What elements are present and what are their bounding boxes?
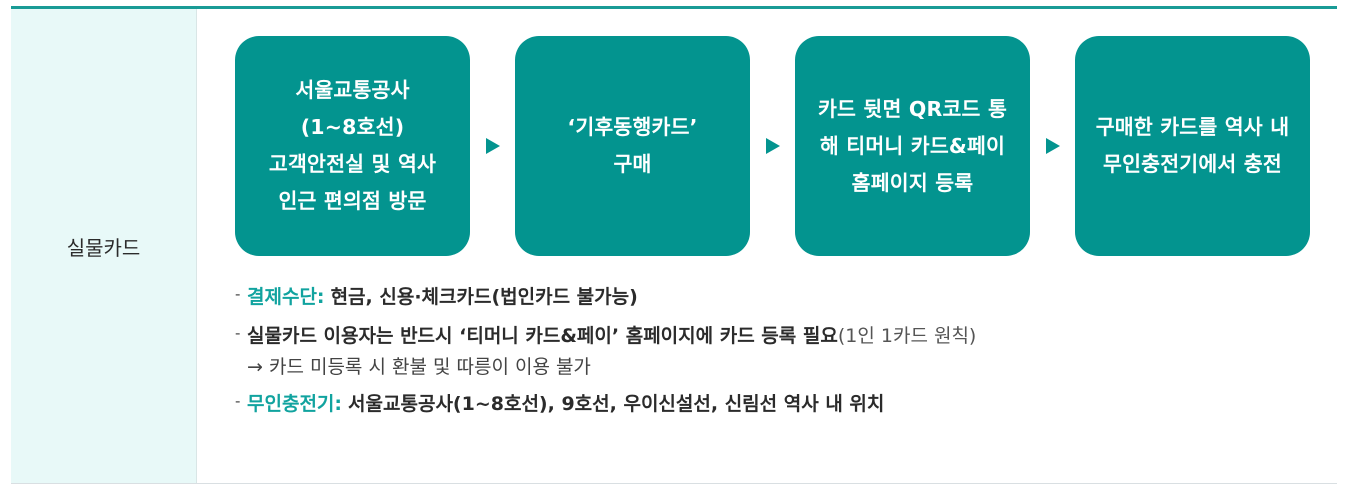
charger-label: 무인충전기:: [247, 393, 342, 415]
registration-subnote: → 카드 미등록 시 환불 및 따릉이 이용 불가: [247, 356, 591, 378]
dash-marker: -: [235, 285, 241, 303]
triangle-right-icon: [1030, 138, 1075, 154]
info-table: 실물카드 서울교통공사 (1~8호선) 고객안전실 및 역사 인근 편의점 방문…: [11, 6, 1337, 484]
charger-value: 서울교통공사(1~8호선), 9호선, 우이신설선, 신림선 역사 내 위치: [348, 393, 885, 415]
notes-list: - 결제수단: 현금, 신용·체크카드(법인카드 불가능) - 실물카드 이용자…: [235, 281, 976, 420]
row-header: 실물카드: [11, 9, 197, 483]
step-2-box: ‘기후동행카드’ 구매: [515, 36, 750, 256]
step-1-box: 서울교통공사 (1~8호선) 고객안전실 및 역사 인근 편의점 방문: [235, 36, 470, 256]
step-4-box: 구매한 카드를 역사 내 무인충전기에서 충전: [1075, 36, 1310, 256]
payment-value: 현금, 신용·체크카드(법인카드 불가능): [330, 286, 638, 308]
registration-text: 실물카드 이용자는 반드시 ‘티머니 카드&페이’ 홈페이지에 카드 등록 필요: [247, 325, 838, 347]
dash-marker: -: [235, 324, 241, 342]
process-steps: 서울교통공사 (1~8호선) 고객안전실 및 역사 인근 편의점 방문 ‘기후동…: [235, 36, 1310, 256]
dash-marker: -: [235, 392, 241, 410]
note-payment: - 결제수단: 현금, 신용·체크카드(법인카드 불가능): [235, 281, 976, 313]
step-3-box: 카드 뒷면 QR코드 통 해 티머니 카드&페이 홈페이지 등록: [795, 36, 1030, 256]
registration-suffix: (1인 1카드 원칙): [837, 325, 977, 347]
note-registration: - 실물카드 이용자는 반드시 ‘티머니 카드&페이’ 홈페이지에 카드 등록 …: [235, 320, 976, 352]
note-charger: - 무인충전기: 서울교통공사(1~8호선), 9호선, 우이신설선, 신림선 …: [235, 388, 976, 420]
triangle-right-icon: [470, 138, 515, 154]
payment-label: 결제수단:: [247, 286, 325, 308]
triangle-right-icon: [750, 138, 795, 154]
row-content: 서울교통공사 (1~8호선) 고객안전실 및 역사 인근 편의점 방문 ‘기후동…: [197, 9, 1337, 483]
